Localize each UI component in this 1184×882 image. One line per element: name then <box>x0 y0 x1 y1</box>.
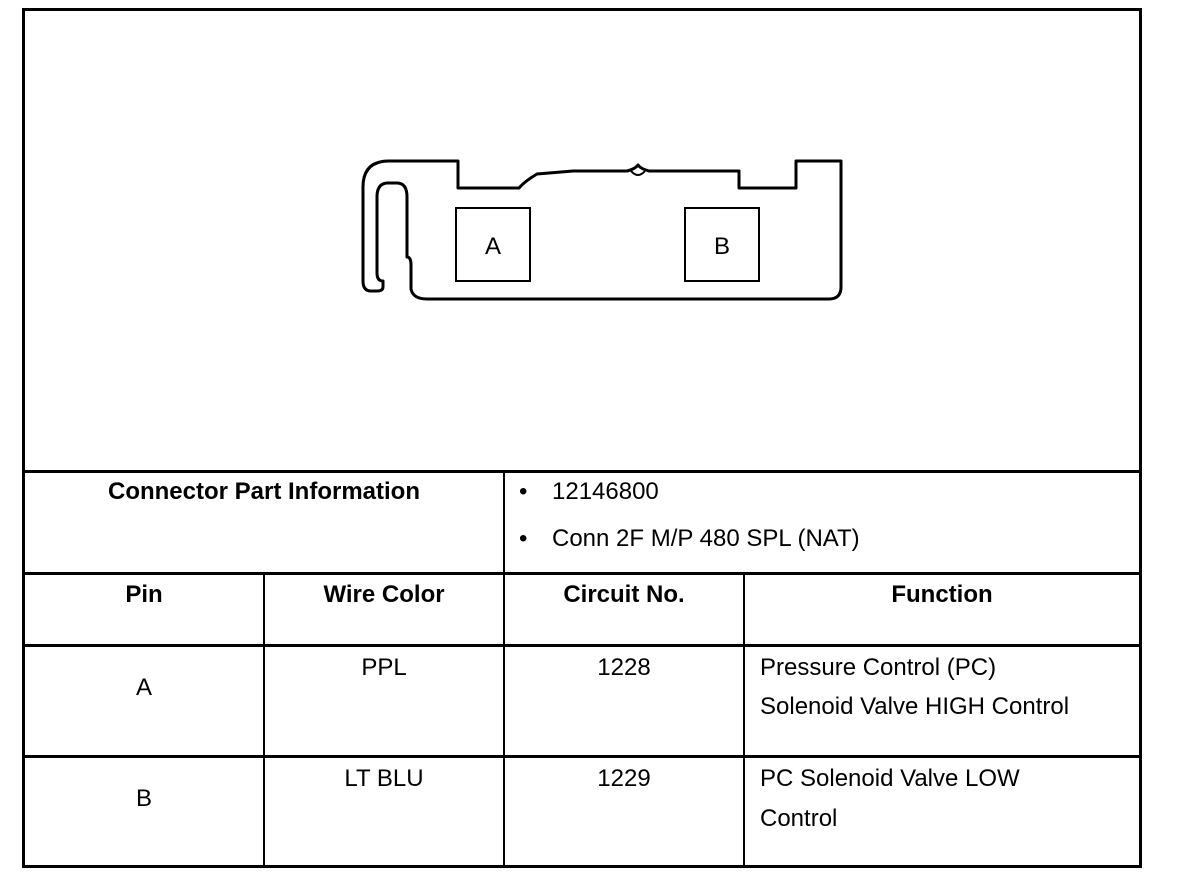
row-b-circuit-no: 1229 <box>597 765 651 792</box>
divider-header-row-a <box>25 644 1139 647</box>
connector-body-outline <box>361 159 843 301</box>
part-info-bullet-2: • <box>519 525 528 552</box>
connector-drawing: A B <box>361 159 843 301</box>
part-info-item-description: Conn 2F M/P 480 SPL (NAT) <box>552 525 860 552</box>
cavity-a-label: A <box>485 233 501 260</box>
row-b-pin: B <box>135 785 152 812</box>
header-pin: Pin <box>125 581 163 608</box>
cavity-b-label: B <box>714 233 730 260</box>
row-b-function-line-1: PC Solenoid Valve LOW <box>760 765 1020 792</box>
header-function: Function <box>891 581 993 608</box>
header-wire-color: Wire Color <box>323 581 445 608</box>
cavity-a-box <box>455 207 531 282</box>
row-a-function-line-2: Solenoid Valve HIGH Control <box>760 693 1070 720</box>
row-b-wire-color: LT BLU <box>344 765 424 792</box>
row-a-wire-color: PPL <box>361 654 407 681</box>
part-info-bullet-1: • <box>519 478 528 505</box>
row-b-function-line-2: Control <box>760 805 838 832</box>
connector-diagram: A B <box>25 11 1139 473</box>
divider-col-pin <box>263 573 265 865</box>
divider-partinfo-header <box>25 572 1139 575</box>
connector-notch <box>630 170 646 176</box>
divider-row-a-row-b <box>25 755 1139 758</box>
row-a-pin: A <box>135 674 152 701</box>
row-a-function-line-1: Pressure Control (PC) <box>760 654 997 681</box>
cavity-b-box <box>684 207 760 282</box>
header-circuit-no: Circuit No. <box>563 581 685 608</box>
divider-col-wire <box>503 471 505 865</box>
divider-diagram-table <box>25 470 1139 473</box>
part-info-label: Connector Part Information <box>107 478 420 505</box>
connector-end-view-frame: A B Connector Part Information • 1214680… <box>22 8 1142 868</box>
part-info-item-part-number: 12146800 <box>552 478 659 505</box>
row-a-circuit-no: 1228 <box>597 654 651 681</box>
divider-col-circuit <box>743 573 745 865</box>
